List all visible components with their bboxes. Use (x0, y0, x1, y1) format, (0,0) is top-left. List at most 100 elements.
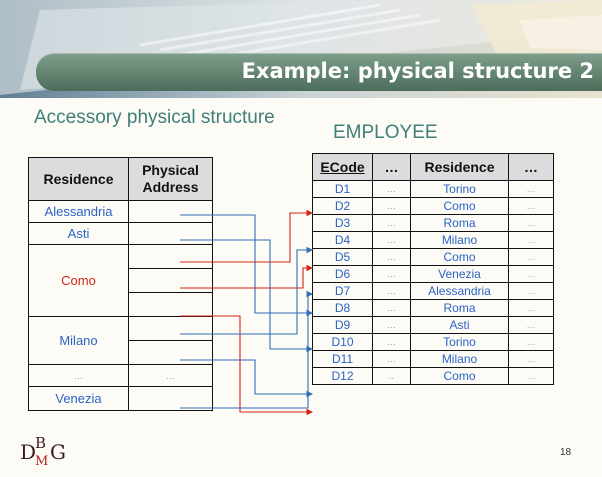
column-header: Residence (410, 153, 509, 181)
accessory-header-row: Residence Physical Address (28, 157, 213, 201)
table-row: D7…Alessandria… (312, 282, 554, 300)
ellipsis-cell: … (372, 333, 411, 351)
ellipsis-cell: … (508, 231, 554, 249)
ecode-cell: D7 (312, 282, 373, 300)
residence-cell: Alessandria (28, 200, 129, 223)
ellipsis-cell: … (508, 299, 554, 317)
employee-header-row: ECode … Residence … (312, 153, 554, 181)
residence-cell: Milano (28, 316, 129, 365)
address-cell (128, 268, 213, 293)
table-row: D11…Milano… (312, 350, 554, 368)
ellipsis-cell: .. (372, 367, 411, 385)
employee-table-title: EMPLOYEE (333, 122, 438, 143)
address-cell (128, 386, 213, 411)
ellipsis-cell: … (508, 265, 554, 283)
residence-cell: Como (410, 367, 509, 385)
page-number: 18 (560, 447, 572, 458)
residence-cell: Roma (410, 214, 509, 232)
column-header: ECode (312, 153, 373, 181)
table-row: D12..Como… (312, 367, 554, 385)
table-row: D6…Venezia… (312, 265, 554, 283)
residence-cell: Como (410, 197, 509, 215)
residence-cell: Asti (28, 222, 129, 245)
header-banner: Example: physical structure 2 (0, 0, 602, 110)
ellipsis-cell: … (508, 248, 554, 266)
address-cell (128, 222, 213, 245)
table-row: D3…Roma… (312, 214, 554, 232)
column-header: Residence (28, 157, 129, 201)
table-row: Como (28, 244, 213, 317)
column-header: … (508, 153, 554, 181)
dbmg-logo: D B M G (20, 434, 66, 469)
ellipsis-cell: … (508, 333, 554, 351)
address-cell (128, 244, 213, 269)
ecode-cell: D1 (312, 180, 373, 198)
logo-letter: B (35, 434, 47, 452)
ecode-cell: D4 (312, 231, 373, 249)
address-cell (128, 200, 213, 223)
table-row: D9…Asti… (312, 316, 554, 334)
employee-table: ECode … Residence … D1…Torino…D2…Como…D3… (312, 153, 554, 385)
column-header: … (372, 153, 411, 181)
ellipsis-cell: … (372, 197, 411, 215)
ellipsis-cell: … (508, 180, 554, 198)
ecode-cell: D3 (312, 214, 373, 232)
residence-cell: Milano (410, 350, 509, 368)
residence-cell: … (28, 364, 129, 387)
table-row: D8…Roma… (312, 299, 554, 317)
slide-title: Example: physical structure 2 (241, 59, 594, 83)
address-cell (128, 340, 213, 365)
table-row: Alessandria (28, 200, 213, 223)
title-bar: Example: physical structure 2 (36, 53, 602, 91)
ecode-cell: D8 (312, 299, 373, 317)
table-row: … … (28, 364, 213, 387)
accessory-structure-title: Accessory physical structure (34, 107, 275, 128)
table-row: Venezia (28, 386, 213, 411)
residence-cell: Torino (410, 333, 509, 351)
ellipsis-cell: … (372, 180, 411, 198)
ellipsis-cell: … (372, 231, 411, 249)
logo-letter: G (50, 440, 66, 464)
ecode-cell: D9 (312, 316, 373, 334)
ellipsis-cell: … (508, 350, 554, 368)
residence-cell: Roma (410, 299, 509, 317)
residence-cell: Milano (410, 231, 509, 249)
ellipsis-cell: … (372, 350, 411, 368)
ecode-cell: D6 (312, 265, 373, 283)
ellipsis-cell: … (372, 299, 411, 317)
table-row: D1…Torino… (312, 180, 554, 198)
ecode-cell: D10 (312, 333, 373, 351)
address-cell (128, 316, 213, 341)
ellipsis-cell: … (508, 214, 554, 232)
accessory-structure-table: Residence Physical Address Alessandria A… (28, 157, 213, 411)
logo-letter: D (20, 440, 37, 464)
ellipsis-cell: … (372, 282, 411, 300)
table-row: Milano (28, 316, 213, 365)
ellipsis-cell: … (508, 197, 554, 215)
ecode-cell: D12 (312, 367, 373, 385)
ecode-cell: D11 (312, 350, 373, 368)
ellipsis-cell: … (508, 282, 554, 300)
table-row: D2…Como… (312, 197, 554, 215)
residence-cell: Venezia (28, 386, 129, 411)
residence-cell: Alessandria (410, 282, 509, 300)
table-row: D4…Milano… (312, 231, 554, 249)
table-row: Asti (28, 222, 213, 245)
ellipsis-cell: … (508, 316, 554, 334)
ecode-cell: D5 (312, 248, 373, 266)
ellipsis-cell: … (508, 367, 554, 385)
residence-cell: Venezia (410, 265, 509, 283)
residence-cell: Asti (410, 316, 509, 334)
ellipsis-cell: … (372, 214, 411, 232)
ecode-cell: D2 (312, 197, 373, 215)
ellipsis-cell: … (372, 265, 411, 283)
ellipsis-cell: … (372, 316, 411, 334)
residence-cell: Como (410, 248, 509, 266)
logo-letter: M (35, 454, 49, 469)
table-row: D5…Como… (312, 248, 554, 266)
ellipsis-cell: … (372, 248, 411, 266)
table-row: D10…Torino… (312, 333, 554, 351)
address-cell: … (128, 364, 213, 387)
address-cell (128, 292, 213, 317)
residence-cell: Como (28, 244, 129, 317)
